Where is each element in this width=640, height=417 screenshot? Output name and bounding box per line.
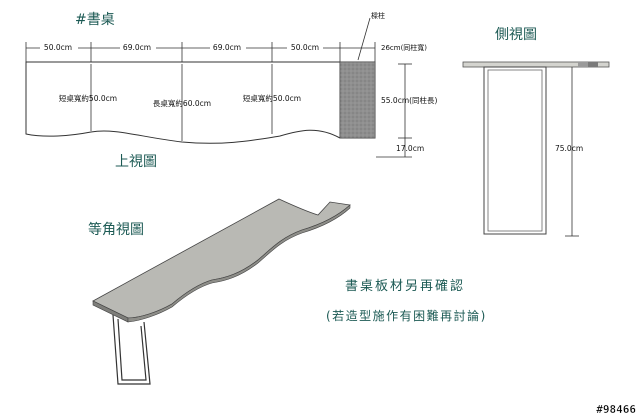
side-view-caption: 側視圖 xyxy=(495,27,537,43)
watermark: #98466 xyxy=(596,403,636,416)
side-view: 側視圖 75.0cm xyxy=(462,27,610,237)
desk-top-outline xyxy=(25,61,376,144)
column-label: 樑柱 xyxy=(371,11,385,20)
extra-depth-label: 17.0cm xyxy=(396,144,424,153)
height-label: 75.0cm xyxy=(555,144,583,153)
iso-view-caption: 等角視圖 xyxy=(88,221,144,238)
column-depth-label: 55.0cm(同柱長) xyxy=(381,95,438,105)
depth-label-2: 長桌寬約60.0cm xyxy=(153,98,211,108)
width-label-1: 50.0cm xyxy=(44,43,72,52)
depth-label-3: 短桌寬約50.0cm xyxy=(243,93,301,103)
depth-label-1: 短桌寬約50.0cm xyxy=(59,93,117,103)
iso-leg-frame xyxy=(112,314,151,385)
iso-board-top xyxy=(92,198,351,319)
top-view: #書桌 50.0cm 69.0cm 69.0cm 50.0cm 26cm(同柱寬… xyxy=(25,11,438,170)
height-dimension: 75.0cm xyxy=(555,67,583,237)
isometric-view: 等角視圖 xyxy=(88,198,351,385)
width-label-3: 69.0cm xyxy=(213,43,241,52)
depth-dimensions: 短桌寬約50.0cm 長桌寬約60.0cm 短桌寬約50.0cm xyxy=(59,64,301,141)
width-label-4: 50.0cm xyxy=(291,43,319,52)
column-callout: 樑柱 xyxy=(357,11,385,61)
column-dimensions: 55.0cm(同柱長) 17.0cm xyxy=(376,63,438,158)
side-leg-frame xyxy=(483,66,547,235)
width-dimension-chain: 50.0cm 69.0cm 69.0cm 50.0cm 26cm(同柱寬) xyxy=(25,42,427,62)
width-label-2: 69.0cm xyxy=(123,43,151,52)
width-label-5: 26cm(同柱寬) xyxy=(381,43,427,52)
top-view-heading: #書桌 xyxy=(75,12,115,28)
note-line-1: 書桌板材另再確認 xyxy=(345,278,465,294)
column-block xyxy=(339,61,376,139)
note-line-2: (若造型施作有困難再討論) xyxy=(326,308,487,323)
top-view-caption: 上視圖 xyxy=(115,154,157,170)
notes: 書桌板材另再確認 (若造型施作有困難再討論) xyxy=(326,278,487,323)
